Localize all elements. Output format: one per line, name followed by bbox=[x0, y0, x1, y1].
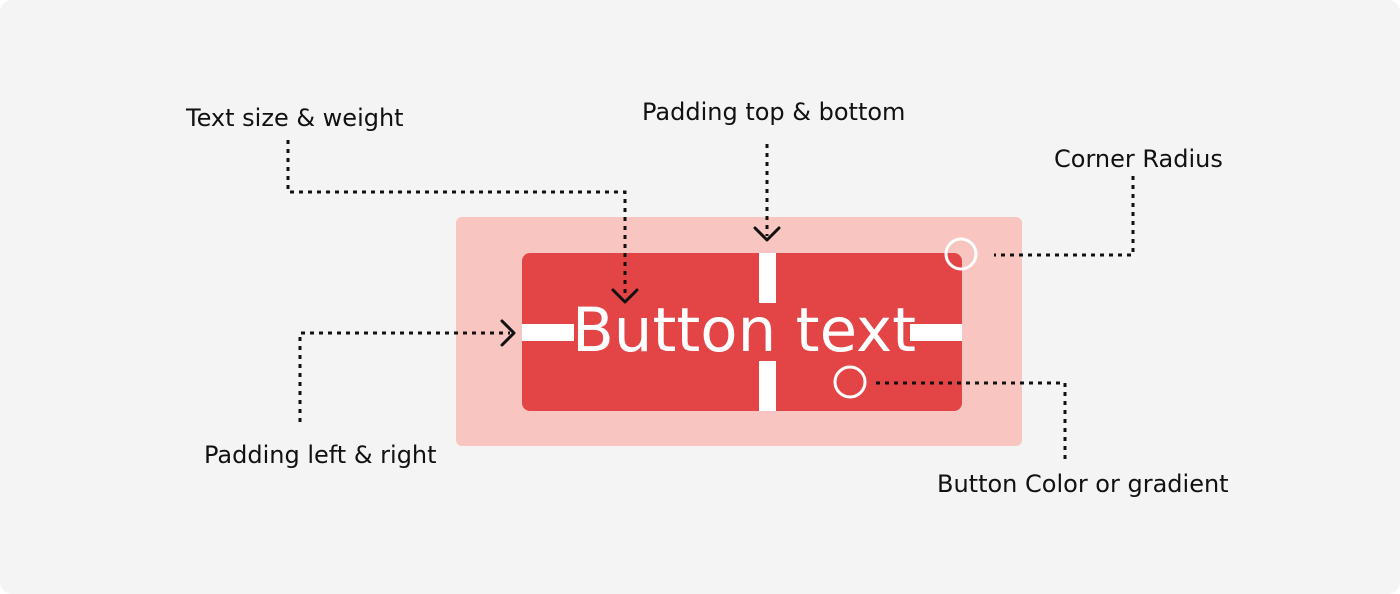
button-color-label: Button Color or gradient bbox=[937, 470, 1229, 498]
padding-top-bottom-label: Padding top & bottom bbox=[642, 98, 906, 126]
button-label: Button text bbox=[571, 295, 917, 366]
corner-radius-label: Corner Radius bbox=[1054, 145, 1223, 173]
padding-top-indicator bbox=[759, 253, 776, 303]
padding-left-indicator bbox=[522, 324, 574, 341]
padding-bottom-indicator bbox=[759, 361, 776, 411]
padding-right-indicator bbox=[910, 324, 962, 341]
text-size-weight-label: Text size & weight bbox=[186, 104, 404, 132]
padding-left-right-label: Padding left & right bbox=[204, 441, 437, 469]
